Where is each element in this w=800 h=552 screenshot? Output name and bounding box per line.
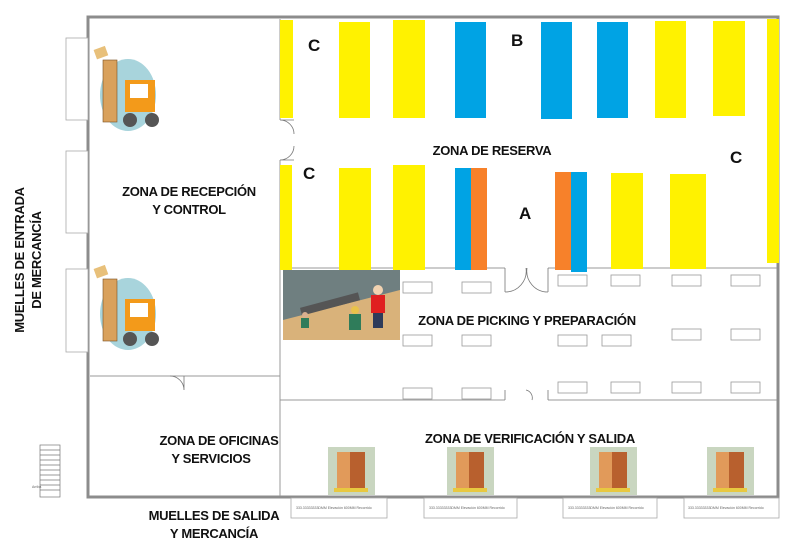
entry-dock xyxy=(65,268,89,353)
pallets xyxy=(328,447,754,495)
stairs-label: Arriba xyxy=(32,485,41,489)
entry-docks-label: DE MERCANCÍA xyxy=(29,210,44,308)
forklift-icon xyxy=(93,264,159,350)
rack-c xyxy=(670,174,706,269)
reserve-zone-label: ZONA DE RESERVA xyxy=(433,143,553,158)
exit-dock-label: 333.33333333DMM Elevación 600MM Recorrid… xyxy=(568,506,644,510)
rack-a xyxy=(555,172,571,270)
rack-b xyxy=(541,22,572,119)
pallet-boxes-icon xyxy=(590,447,637,495)
exit-dock-label: 333.33333333DMM Elevación 600MM Recorrid… xyxy=(429,506,505,510)
door-icons xyxy=(169,119,549,401)
verification-zone-label: ZONA DE VERIFICACIÓN Y SALIDA xyxy=(425,431,636,446)
door-offices-icon xyxy=(169,375,185,391)
exit-dock-label: 333.33333333DMM Elevación 600MM Recorrid… xyxy=(296,506,372,510)
reception-zone-label: Y CONTROL xyxy=(152,202,226,217)
pallet-boxes-icon xyxy=(447,447,494,495)
rack-label-b: B xyxy=(511,31,523,50)
pallet-boxes-icon xyxy=(328,447,375,495)
door-reserve-icon xyxy=(279,119,295,161)
rack-b xyxy=(455,168,471,270)
rack-b xyxy=(455,22,486,118)
rack-c xyxy=(393,20,425,118)
rack-a xyxy=(471,168,487,270)
entry-docks-label: MUELLES DE ENTRADA xyxy=(12,186,27,332)
door-picking-icon xyxy=(504,267,549,293)
rack-c xyxy=(339,168,371,270)
rack-label-c: C xyxy=(303,164,315,183)
picking-workers-illustration xyxy=(283,270,400,340)
pallet-boxes-icon xyxy=(707,447,754,495)
exit-docks-label: MUELLES DE SALIDA xyxy=(149,508,281,523)
rack-c xyxy=(713,21,745,116)
rack-c xyxy=(655,21,686,118)
rack-c xyxy=(280,165,292,270)
rack-b xyxy=(571,172,587,272)
entry-dock xyxy=(65,37,89,121)
exit-dock-label: 333.33333333DMM Elevación 600MM Recorrid… xyxy=(688,506,764,510)
forklift-icon xyxy=(93,45,159,131)
rack-class-labels: C B C A C xyxy=(303,31,742,223)
offices-zone-label: ZONA DE OFICINAS xyxy=(160,433,280,448)
exit-docks: 333.33333333DMM Elevación 600MM Recorrid… xyxy=(290,497,780,519)
rack-c xyxy=(339,22,370,118)
zone-labels: ZONA DE RECEPCIÓN Y CONTROL ZONA DE RESE… xyxy=(12,143,636,541)
reception-zone-label: ZONA DE RECEPCIÓN xyxy=(122,184,256,199)
rack-label-c: C xyxy=(308,36,320,55)
rack-c xyxy=(393,165,425,270)
rack-label-a: A xyxy=(519,204,531,223)
rack-c xyxy=(767,19,779,263)
rack-c xyxy=(280,20,293,118)
exit-docks-label: Y MERCANCÍA xyxy=(170,526,259,541)
rack-label-c: C xyxy=(730,148,742,167)
stairs-icon xyxy=(39,444,61,498)
offices-zone-label: Y SERVICIOS xyxy=(171,451,251,466)
rack-b xyxy=(597,22,628,118)
racks xyxy=(280,19,779,272)
picking-tables xyxy=(402,274,761,400)
door-verification-icon xyxy=(504,389,549,401)
entry-dock xyxy=(65,150,89,234)
rack-c xyxy=(611,173,643,269)
entry-docks xyxy=(65,37,89,353)
picking-zone-label: ZONA DE PICKING Y PREPARACIÓN xyxy=(418,313,636,328)
